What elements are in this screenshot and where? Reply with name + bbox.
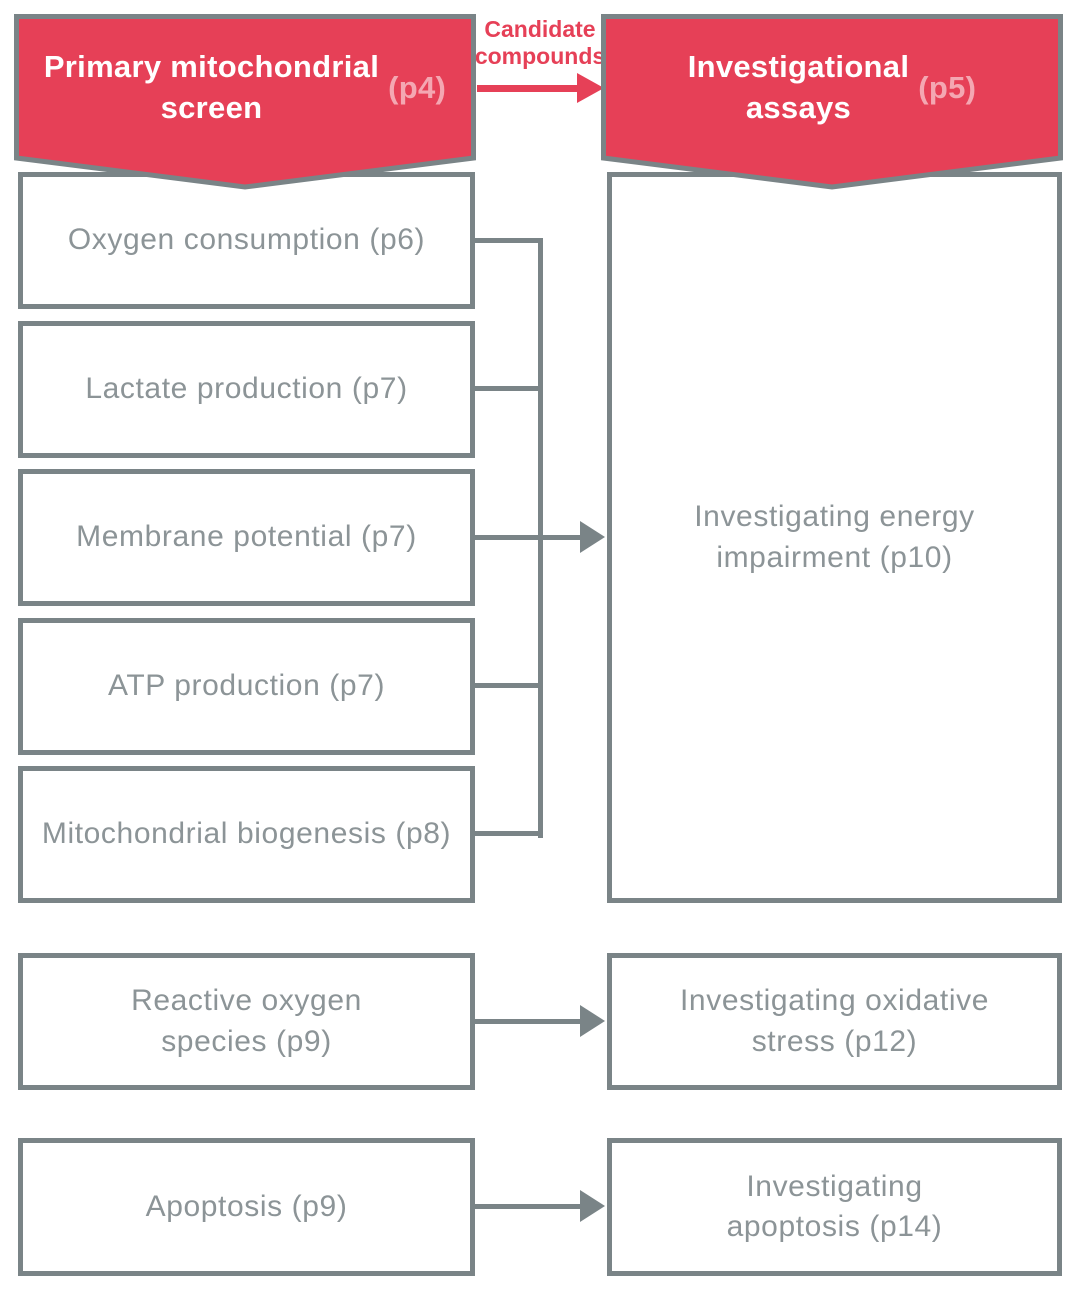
screen-box-label: Apoptosis (p9) <box>145 1189 348 1223</box>
banner-title-text: Primary mitochondrial screen <box>43 49 380 125</box>
assay-box-apoptosis: Investigating apoptosis (p14) <box>607 1138 1062 1276</box>
arrow-oxidative-stress <box>470 1019 580 1024</box>
banner-chevron-shape <box>14 14 476 190</box>
banner-chevron-shape <box>601 14 1063 190</box>
connector-atp-production <box>470 683 543 688</box>
banner-title-text: Investigational assays <box>687 49 910 125</box>
arrow-apoptosis <box>470 1204 580 1209</box>
banner-page-ref: (p4) <box>388 69 447 105</box>
screen-box-label: Lactate production (p7) <box>85 372 408 406</box>
screen-box-atp-production: ATP production (p7) <box>18 618 475 755</box>
banner-page-ref: (p5) <box>918 69 977 105</box>
connector-lactate-production <box>470 386 543 391</box>
banner-investigational-assays: Investigational assays(p5) <box>601 14 1063 192</box>
assay-box-label: Investigating energy impairment (p10) <box>694 500 975 574</box>
screen-box-membrane-potential: Membrane potential (p7) <box>18 469 475 606</box>
screen-box-label: Membrane potential (p7) <box>76 520 417 554</box>
screen-box-reactive-oxygen-species: Reactive oxygen species (p9) <box>18 953 475 1090</box>
screen-box-label: Mitochondrial biogenesis (p8) <box>41 817 452 851</box>
connector-oxygen-consumption <box>470 238 543 243</box>
arrow-energy-impairment <box>470 535 580 540</box>
screen-box-oxygen-consumption: Oxygen consumption (p6) <box>18 172 475 309</box>
candidate-compounds-label: Candidate compounds <box>474 16 606 70</box>
assay-box-oxidative-stress: Investigating oxidative stress (p12) <box>607 953 1062 1090</box>
assay-box-label: Investigating oxidative stress (p12) <box>680 984 989 1058</box>
assay-box-label: Investigating apoptosis (p14) <box>726 1169 943 1244</box>
screen-box-label: Oxygen consumption (p6) <box>67 223 426 257</box>
arrowhead-oxidative-stress-icon <box>580 1005 605 1037</box>
arrowhead-energy-impairment-icon <box>580 521 605 553</box>
connector-mitochondrial-biogenesis <box>470 831 543 836</box>
screen-box-lactate-production: Lactate production (p7) <box>18 321 475 458</box>
candidate-compounds-arrow <box>477 85 578 92</box>
banner-primary-mitochondrial-screen: Primary mitochondrial screen(p4) <box>14 14 476 192</box>
arrowhead-apoptosis-icon <box>580 1190 605 1222</box>
candidate-compounds-arrowhead-icon <box>577 73 604 103</box>
banner-title: Primary mitochondrial screen(p4) <box>14 14 476 192</box>
screen-box-mitochondrial-biogenesis: Mitochondrial biogenesis (p8) <box>18 766 475 903</box>
screen-box-label: Reactive oxygen species (p9) <box>131 984 362 1058</box>
banner-title: Investigational assays(p5) <box>601 14 1063 192</box>
screen-box-label: ATP production (p7) <box>107 669 386 703</box>
screen-box-apoptosis: Apoptosis (p9) <box>18 1138 475 1276</box>
assay-box-energy-impairment: Investigating energy impairment (p10) <box>607 172 1062 903</box>
